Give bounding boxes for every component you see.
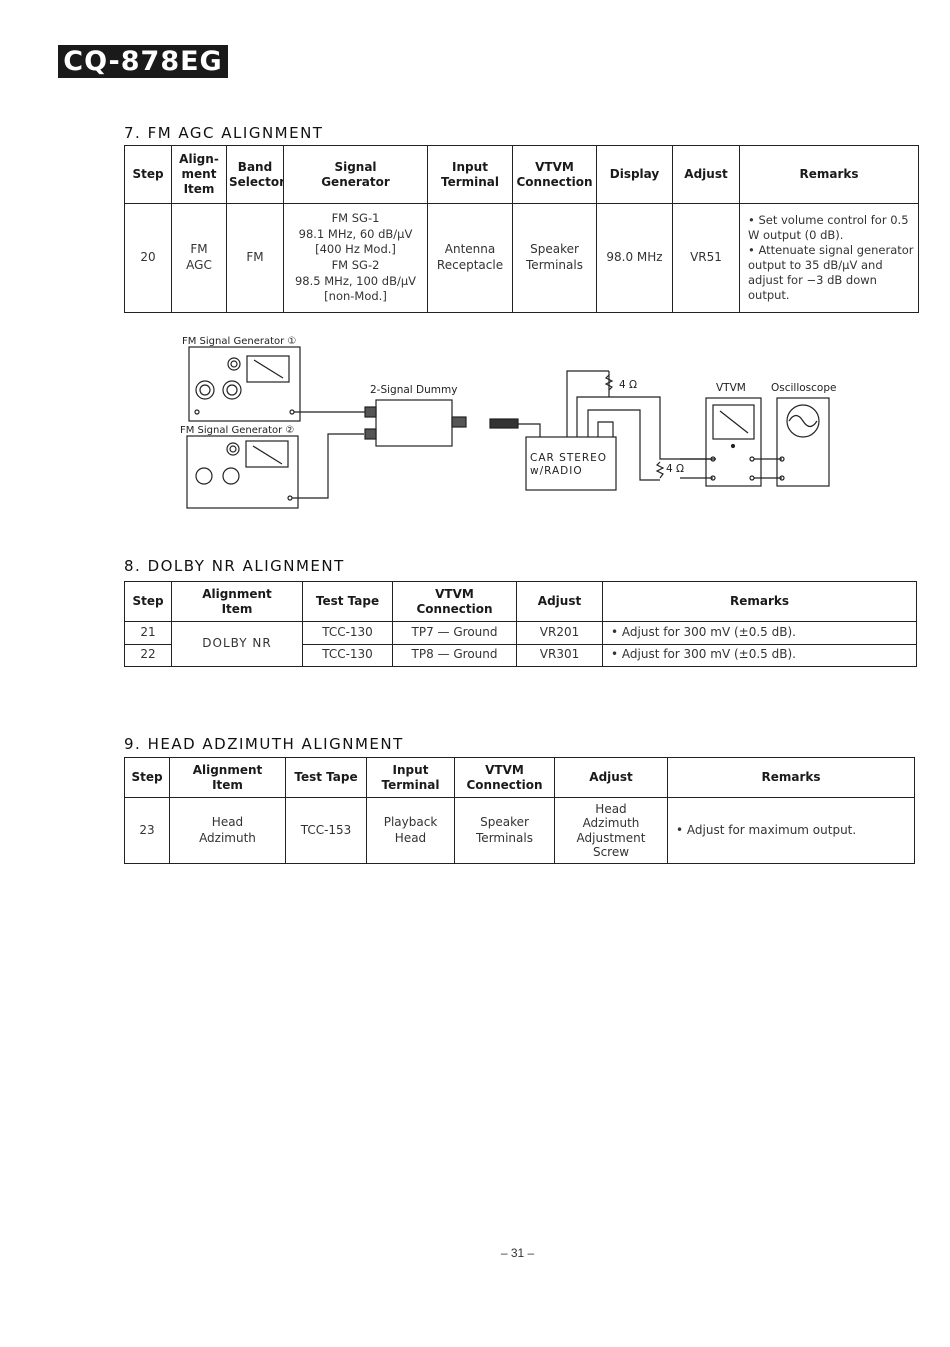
header-remarks: Remarks [602, 581, 917, 622]
section-8-title: 8. DOLBY NR ALIGNMENT [124, 557, 345, 575]
dolby-nr-table: Step Alignment Item Test Tape VTVM Conne… [124, 581, 917, 667]
header-alignment-item: Align- ment Item [171, 145, 227, 204]
cell-item: DOLBY NR [171, 621, 303, 667]
unit-label-2: w/RADIO [530, 465, 583, 477]
cell-step: 22 [124, 643, 172, 667]
cell-remarks: • Adjust for maximum output. [667, 797, 915, 864]
unit-label-1: CAR STEREO [530, 452, 607, 464]
page-number: – 31 – [500, 1246, 535, 1260]
head-azimuth-table: Step Alignment Item Test Tape Input Term… [124, 757, 915, 864]
knob-icon [226, 442, 240, 456]
header-input-terminal: Input Terminal [366, 757, 455, 798]
table-row: 20 FM AGC FM FM SG-1 98.1 MHz, 60 dB/µV … [124, 203, 919, 313]
cell-step: 23 [124, 797, 170, 864]
table-row: 22 TCC-130 TP8 — Ground VR301 • Adjust f… [124, 643, 917, 667]
meter-icon [246, 355, 290, 383]
cell-item: Head Adzimuth [169, 797, 286, 864]
cell-input: Antenna Receptacle [427, 203, 513, 313]
two-signal-dummy [375, 399, 453, 447]
cell-remarks: • Set volume control for 0.5 W output (0… [739, 203, 919, 313]
cell-tape: TCC-130 [302, 621, 393, 645]
cell-remarks: • Adjust for 300 mV (±0.5 dB). [602, 621, 917, 645]
remark-line: • Attenuate signal generator output to 3… [748, 243, 914, 302]
header-signal-generator: Signal Generator [283, 145, 428, 204]
resistor-label-top: 4 Ω [619, 379, 637, 391]
cell-band: FM [226, 203, 284, 313]
header-alignment-item: Alignment Item [169, 757, 286, 798]
fm-agc-table: Step Align- ment Item Band Selector Sign… [124, 145, 919, 313]
meter-icon [712, 404, 755, 440]
header-remarks: Remarks [667, 757, 915, 798]
header-test-tape: Test Tape [285, 757, 367, 798]
cell-step: 21 [124, 621, 172, 645]
connector-icon [364, 428, 377, 440]
cell-adjust: Head Adzimuth Adjustment Screw [554, 797, 668, 864]
section-9-title: 9. HEAD ADZIMUTH ALIGNMENT [124, 735, 404, 753]
cell-item: FM AGC [171, 203, 227, 313]
meter-icon [245, 440, 289, 468]
table-row: 21 DOLBY NR TCC-130 TP7 — Ground VR201 •… [124, 621, 917, 667]
table-row: 23 Head Adzimuth TCC-153 Playback Head S… [124, 797, 915, 864]
dummy-label: 2-Signal Dummy [370, 384, 457, 396]
header-alignment-item: Alignment Item [171, 581, 303, 622]
header-step: Step [124, 581, 172, 622]
cell-vtvm: Speaker Terminals [512, 203, 597, 313]
cell-remarks: • Adjust for 300 mV (±0.5 dB). [602, 643, 917, 667]
signal-generator-2 [186, 435, 299, 509]
connector-icon [451, 416, 467, 428]
header-display: Display [596, 145, 673, 204]
header-adjust: Adjust [516, 581, 603, 622]
cell-vtvm: Speaker Terminals [454, 797, 555, 864]
oscilloscope [776, 397, 830, 487]
cell-adjust: VR301 [516, 643, 603, 667]
model-badge: CQ-878EG [58, 45, 228, 78]
cell-vtvm: TP8 — Ground [392, 643, 517, 667]
header-vtvm-connection: VTVM Connection [454, 757, 555, 798]
cell-adjust: VR51 [672, 203, 740, 313]
knob-icon [195, 467, 213, 485]
knob-icon [227, 357, 241, 371]
vtvm-label: VTVM [716, 382, 746, 394]
connector-icon [364, 406, 377, 418]
cell-display: 98.0 MHz [596, 203, 673, 313]
scope-screen-icon [786, 404, 820, 438]
header-test-tape: Test Tape [302, 581, 393, 622]
header-step: Step [124, 757, 170, 798]
oscilloscope-label: Oscilloscope [771, 382, 836, 394]
header-band-selector: Band Selector [226, 145, 284, 204]
cell-signal: FM SG-1 98.1 MHz, 60 dB/µV [400 Hz Mod.]… [283, 203, 428, 313]
knob-icon [222, 467, 240, 485]
vtvm-meter [705, 397, 762, 487]
cell-adjust: VR201 [516, 621, 603, 645]
car-stereo-unit [525, 436, 617, 491]
antenna-plug-icon [489, 418, 519, 429]
gen2-label: FM Signal Generator ② [180, 425, 294, 436]
cell-tape: TCC-153 [285, 797, 367, 864]
section-7-title: 7. FM AGC ALIGNMENT [124, 124, 324, 142]
signal-generator-1 [188, 346, 301, 422]
knob-icon [222, 380, 242, 400]
header-step: Step [124, 145, 172, 204]
cell-tape: TCC-130 [302, 643, 393, 667]
cell-vtvm: TP7 — Ground [392, 621, 517, 645]
header-adjust: Adjust [554, 757, 668, 798]
knob-icon [195, 380, 215, 400]
connection-diagram: FM Signal Generator ① FM Signal Generato… [180, 336, 836, 509]
header-remarks: Remarks [739, 145, 919, 204]
resistor-label-bottom: 4 Ω [666, 463, 684, 475]
header-vtvm-connection: VTVM Connection [392, 581, 517, 622]
gen1-label: FM Signal Generator ① [182, 336, 296, 347]
cell-input: Playback Head [366, 797, 455, 864]
remark-line: • Set volume control for 0.5 W output (0… [748, 213, 909, 243]
